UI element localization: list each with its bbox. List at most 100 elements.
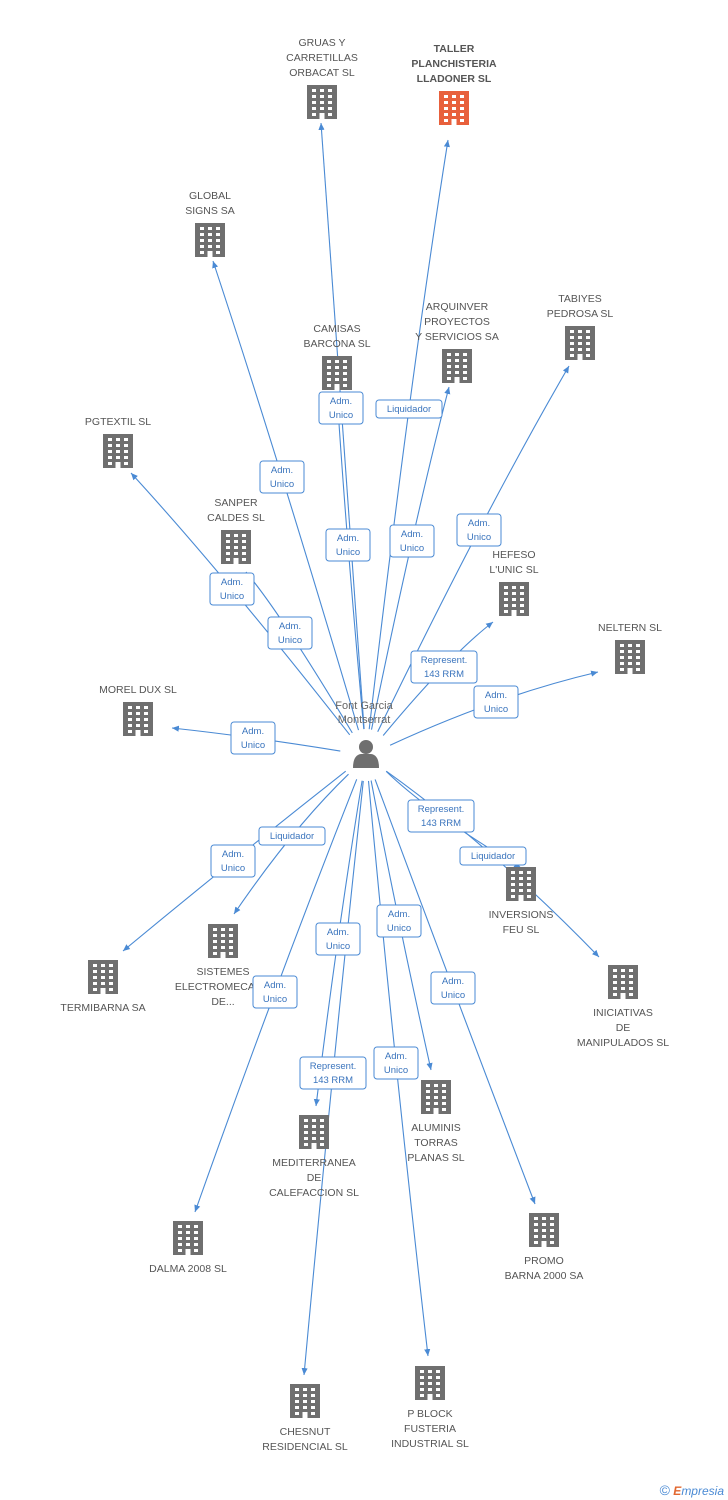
building-window bbox=[216, 227, 220, 230]
building-window bbox=[216, 245, 220, 248]
building-window bbox=[295, 1394, 299, 1397]
building-window bbox=[426, 1108, 430, 1111]
relation-label-camisas[interactable]: Adm.Unico bbox=[325, 528, 371, 562]
relation-label-sistemes[interactable]: Liquidador bbox=[258, 826, 326, 846]
company-node-sistemes[interactable]: SISTEMESELECTROMECAN...DE... bbox=[175, 924, 271, 1008]
company-name-line: MANIPULADOS SL bbox=[577, 1037, 669, 1049]
building-window bbox=[109, 988, 113, 991]
building-window bbox=[312, 101, 316, 104]
building-window bbox=[460, 101, 464, 104]
building-window bbox=[511, 895, 515, 898]
building-window bbox=[229, 952, 233, 955]
relation-text: 143 RRM bbox=[421, 818, 461, 829]
company-node-neltern[interactable]: NELTERN SL bbox=[598, 622, 662, 674]
building-window bbox=[504, 604, 508, 607]
building-window bbox=[343, 384, 347, 387]
building-window bbox=[442, 1108, 446, 1111]
building-window bbox=[226, 534, 230, 537]
building-window bbox=[136, 706, 140, 709]
building-door bbox=[334, 384, 340, 390]
relation-label-termibarna[interactable]: Adm.Unico bbox=[210, 844, 256, 878]
building-window bbox=[234, 534, 238, 537]
building-window bbox=[520, 610, 524, 613]
relation-box bbox=[325, 528, 371, 562]
company-name-line: DE bbox=[616, 1022, 631, 1034]
relation-label-promo[interactable]: Adm.Unico bbox=[430, 971, 476, 1005]
building-window bbox=[208, 227, 212, 230]
building-window bbox=[436, 1376, 440, 1379]
company-node-termibarna[interactable]: TERMIBARNA SA bbox=[60, 960, 146, 1014]
company-node-dalma[interactable]: DALMA 2008 SL bbox=[149, 1221, 227, 1275]
building-window bbox=[578, 330, 582, 333]
company-node-morel[interactable]: MOREL DUX SL bbox=[99, 684, 177, 736]
relation-label-gruas[interactable]: Adm.Unico bbox=[318, 391, 364, 425]
building-window bbox=[550, 1223, 554, 1226]
building-window bbox=[442, 1090, 446, 1093]
relation-text: Unico bbox=[441, 990, 465, 1001]
relation-label-aluminis[interactable]: Adm.Unico bbox=[376, 904, 422, 938]
building-window bbox=[444, 113, 448, 116]
building-window bbox=[570, 342, 574, 345]
company-node-pgtextil[interactable]: PGTEXTIL SL bbox=[85, 416, 151, 468]
building-window bbox=[542, 1235, 546, 1238]
building-window bbox=[93, 970, 97, 973]
relation-label-sanper[interactable]: Adm.Unico bbox=[267, 616, 313, 650]
building-window bbox=[234, 540, 238, 543]
building-door bbox=[135, 730, 141, 736]
relation-text: Unico bbox=[263, 994, 287, 1005]
building-window bbox=[426, 1084, 430, 1087]
relation-label-mediterranea[interactable]: Adm.Unico bbox=[315, 922, 361, 956]
relation-label-taller[interactable]: Liquidador bbox=[375, 399, 443, 419]
building-window bbox=[93, 988, 97, 991]
building-window bbox=[550, 1235, 554, 1238]
building-window bbox=[542, 1229, 546, 1232]
relation-label-pgtextil[interactable]: Adm.Unico bbox=[209, 572, 255, 606]
building-window bbox=[586, 330, 590, 333]
building-window bbox=[436, 1370, 440, 1373]
building-icon bbox=[439, 91, 469, 125]
relation-label-dalma[interactable]: Adm.Unico bbox=[252, 975, 298, 1009]
building-window bbox=[527, 889, 531, 892]
building-window bbox=[186, 1225, 190, 1228]
building-window bbox=[570, 354, 574, 357]
relation-label-inversions[interactable]: Represent.143 RRM bbox=[407, 799, 475, 833]
building-window bbox=[109, 970, 113, 973]
relation-label-neltern[interactable]: Adm.Unico bbox=[473, 685, 519, 719]
relation-label-morel[interactable]: Adm.Unico bbox=[230, 721, 276, 755]
relation-label-tabiyes[interactable]: Adm.Unico bbox=[456, 513, 502, 547]
edge-gruas bbox=[318, 122, 365, 730]
building-window bbox=[621, 969, 625, 972]
relation-label-pblock[interactable]: Adm.Unico bbox=[373, 1046, 419, 1080]
relation-label-global[interactable]: Adm.Unico bbox=[259, 460, 305, 494]
building-window bbox=[229, 940, 233, 943]
relation-text: Represent. bbox=[421, 655, 467, 666]
building-window bbox=[213, 934, 217, 937]
building-window bbox=[144, 706, 148, 709]
building-icon bbox=[307, 85, 337, 119]
relation-label-hefeso[interactable]: Represent.143 RRM bbox=[410, 650, 478, 684]
relation-box bbox=[315, 922, 361, 956]
relation-label-iniciativas[interactable]: Liquidador bbox=[459, 846, 527, 866]
relation-label-arquinver[interactable]: Adm.Unico bbox=[389, 524, 435, 558]
building-window bbox=[178, 1225, 182, 1228]
relation-label-chesnut[interactable]: Represent.143 RRM bbox=[299, 1056, 367, 1090]
building-window bbox=[621, 981, 625, 984]
building-window bbox=[312, 89, 316, 92]
relation-text: Liquidador bbox=[387, 404, 431, 415]
